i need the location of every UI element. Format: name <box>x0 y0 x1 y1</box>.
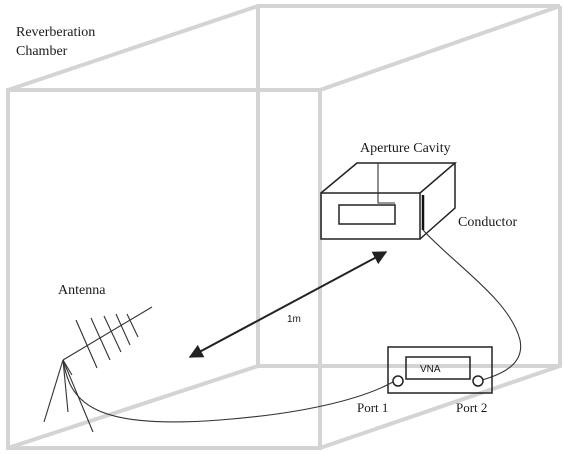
tripod-leg-right <box>62 359 94 433</box>
conductor-label: Conductor <box>458 215 517 230</box>
aperture-slot <box>338 204 396 225</box>
antenna-element-3 <box>103 315 122 353</box>
cavity-inner-wire <box>377 163 395 204</box>
antenna <box>43 306 153 433</box>
cavity-side <box>419 163 456 240</box>
aperture-cavity-label: Aperture Cavity <box>360 141 451 156</box>
chamber-top-face <box>7 4 561 92</box>
chamber-right-face <box>319 6 562 450</box>
vna-label: VNA <box>420 364 441 375</box>
cavity-top <box>320 162 458 194</box>
reverberation-chamber-box <box>6 4 562 450</box>
antenna-cable <box>62 359 394 423</box>
chamber-label-line2: Chamber <box>16 44 68 59</box>
tripod-leg-center <box>62 359 69 413</box>
tripod-leg-left <box>43 359 64 423</box>
distance-label: 1m <box>287 314 301 325</box>
antenna-element-2 <box>90 317 111 361</box>
antenna-element-1 <box>75 319 98 369</box>
port-1-connector <box>392 375 404 387</box>
cavity-front <box>320 192 421 240</box>
conductor-cable <box>422 229 522 381</box>
distance-arrow <box>188 251 388 358</box>
vna-body <box>387 346 493 394</box>
antenna-element-5 <box>126 313 139 338</box>
antenna-label: Antenna <box>58 283 106 298</box>
vna-instrument <box>387 346 493 394</box>
antenna-boom <box>62 306 153 361</box>
port-2-label: Port 2 <box>456 400 487 415</box>
port-2-connector <box>472 375 484 387</box>
port-1-label: Port 1 <box>357 400 388 415</box>
vna-display <box>405 356 471 380</box>
aperture-cavity <box>320 162 458 240</box>
chamber-label-line1: Reverberation <box>16 25 95 40</box>
antenna-element-4 <box>115 313 131 346</box>
chamber-back-left-edge <box>7 6 260 450</box>
chamber-front-face <box>6 88 322 450</box>
